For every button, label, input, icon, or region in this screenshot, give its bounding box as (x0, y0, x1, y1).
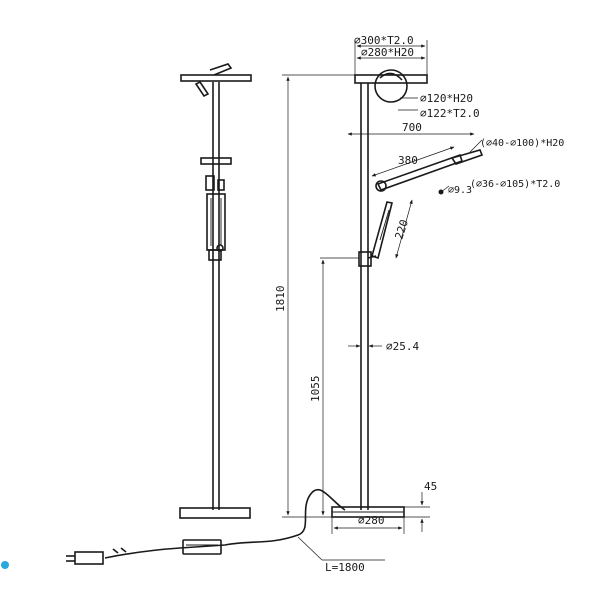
label-arm-joint: ⌀9.3 (448, 185, 472, 196)
label-pole-dia: ⌀25.4 (386, 340, 419, 353)
side-reading-lamp-head (450, 149, 484, 165)
front-top-knob (194, 80, 210, 98)
label-top-dish: ⌀280*H20 (361, 46, 414, 59)
side-view-lamp (331, 69, 484, 518)
side-reading-head (374, 69, 408, 103)
label-reading-head-dia: ⌀120*H20 (420, 92, 473, 105)
label-base-dia: ⌀280 (358, 514, 385, 527)
label-base-plate-top: ⌀300*T2.0 (354, 34, 414, 47)
label-arm-lower: 220 (392, 218, 411, 241)
label-total-height: 1810 (274, 286, 287, 313)
front-arm-bracket (206, 193, 226, 251)
front-top-dish (180, 74, 252, 82)
power-cable (1, 488, 346, 569)
label-upper-head: (⌀40-⌀100)*H20 (480, 138, 564, 149)
front-base (179, 507, 251, 519)
accent-dot (1, 561, 9, 569)
side-top-dish (354, 74, 428, 84)
front-view-lamp (179, 63, 252, 519)
front-mid-plate (200, 157, 232, 165)
front-top-clip (209, 63, 233, 76)
label-reading-head-plate: ⌀122*T2.0 (420, 107, 480, 120)
power-plug (74, 551, 104, 565)
power-adapter (182, 539, 222, 555)
side-lower-arm (371, 201, 393, 260)
label-arm-upper: 380 (398, 154, 418, 167)
label-switch-height: 1055 (309, 376, 322, 403)
dimensions: ⌀300*T2.0 ⌀280*H20 ⌀120*H20 ⌀122*T2.0 70… (274, 34, 564, 574)
label-arm-lower-joint: (⌀36-⌀105)*T2.0 (470, 179, 560, 190)
label-base-height: 45 (424, 480, 437, 493)
cable-path (104, 488, 346, 559)
label-arm-reach: 700 (402, 121, 422, 134)
label-cable-length: L=1800 (325, 561, 365, 574)
